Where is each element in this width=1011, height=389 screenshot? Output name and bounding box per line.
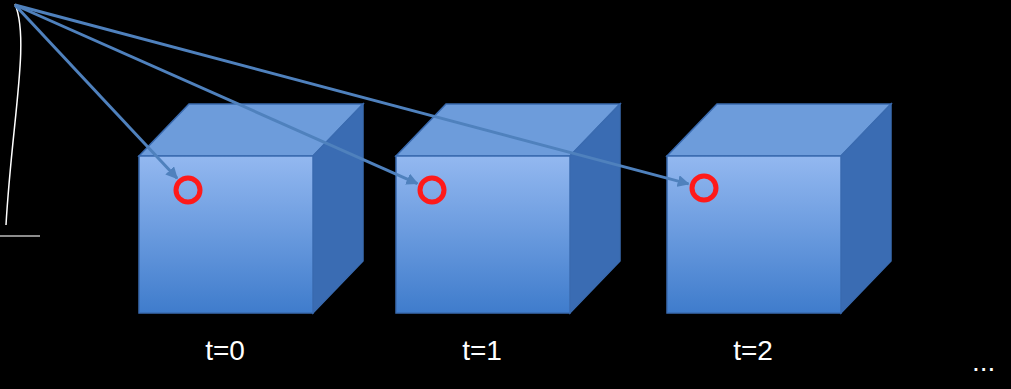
- continuation-mark: ...: [972, 346, 995, 378]
- edge-line: [0, 235, 40, 237]
- cube-side: [313, 104, 363, 313]
- cube-front: [139, 156, 313, 313]
- cube-shape: [138, 103, 364, 314]
- cube-front: [396, 156, 570, 313]
- cube-side: [570, 104, 620, 313]
- time-label: t=0: [138, 335, 312, 367]
- time-cube: t=2: [666, 103, 890, 312]
- time-cube: t=0: [138, 103, 362, 312]
- time-label: t=2: [666, 335, 840, 367]
- time-label: t=1: [395, 335, 569, 367]
- cube-shape: [395, 103, 621, 314]
- edge-curve: [6, 4, 21, 225]
- cube-front: [667, 156, 841, 313]
- cube-side: [841, 104, 891, 313]
- cube-shape: [666, 103, 892, 314]
- time-cube: t=1: [395, 103, 619, 312]
